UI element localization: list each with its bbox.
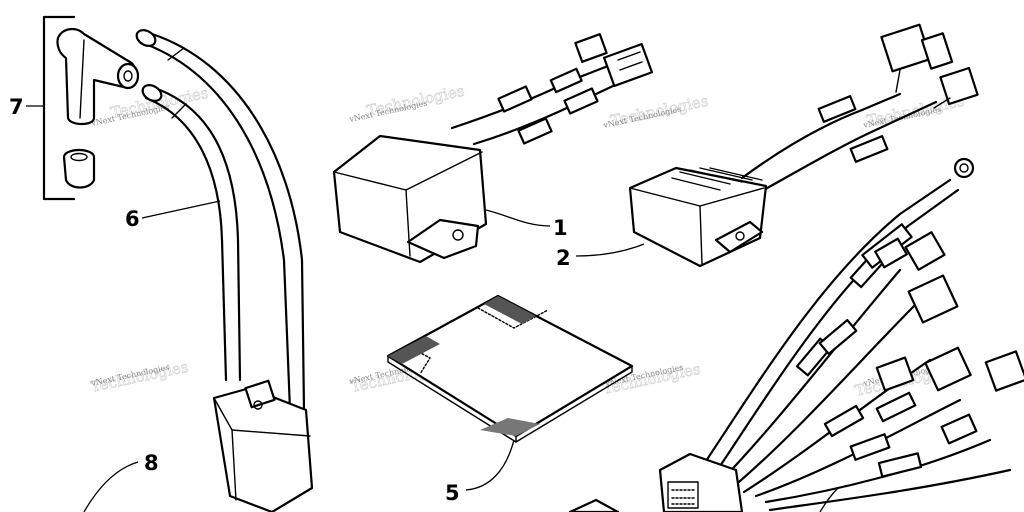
callout-7: 7	[9, 95, 24, 119]
coil-body-icon	[212, 386, 314, 512]
wire-sleeve	[817, 95, 857, 123]
leader-line	[465, 439, 515, 491]
part-2-regulator: 2	[556, 23, 979, 270]
lead-end	[135, 29, 157, 47]
connector-icon	[924, 346, 972, 392]
connector-icon	[602, 42, 654, 88]
mount-tab	[714, 220, 764, 254]
ring-terminal-icon	[953, 157, 975, 179]
wire-sleeve	[818, 318, 858, 356]
leader-line	[83, 461, 139, 512]
leader-line	[819, 487, 839, 512]
cap-opening	[116, 62, 140, 90]
callout-8: 8	[144, 451, 159, 475]
connector-icon	[874, 237, 908, 269]
connector-icon	[574, 33, 608, 63]
callout-2: 2	[556, 246, 571, 270]
wire-sleeve	[875, 391, 917, 423]
connector-icon	[907, 274, 959, 324]
regulator-body-icon	[628, 166, 768, 268]
main-wiring-harness	[568, 157, 1024, 512]
callout-1: 1	[553, 216, 568, 240]
lead-end	[141, 84, 163, 102]
leader-line	[575, 243, 645, 257]
wire-sleeve	[877, 452, 923, 478]
connector-icon	[904, 231, 946, 271]
leader-line	[485, 209, 551, 227]
wire-sleeve	[823, 404, 865, 438]
leader-line	[141, 200, 221, 219]
part-7-spark-plug-cap: 7	[9, 15, 140, 201]
wire-sleeve	[563, 87, 599, 115]
group-bracket	[42, 15, 76, 201]
part-8-callout: 8	[83, 451, 159, 512]
part-5-pad: 5	[386, 294, 634, 505]
plug-cap-icon	[56, 28, 137, 126]
wire-sleeve	[549, 67, 583, 94]
connector-icon	[880, 23, 932, 73]
connector-icon	[984, 350, 1024, 392]
wire-sleeve	[849, 433, 891, 461]
part-6-ignition-coil: 6	[125, 29, 314, 512]
part-edge	[568, 498, 620, 512]
wire-sleeve	[497, 85, 533, 113]
coil-mount-icon	[244, 379, 276, 409]
wire-sleeve	[849, 135, 889, 163]
callout-5: 5	[445, 481, 460, 505]
connector-icon	[939, 66, 979, 106]
connector-icon	[940, 413, 978, 445]
mount-tab	[406, 218, 480, 260]
connector-icon	[875, 356, 915, 392]
part-1-cdi-module: 1	[332, 33, 654, 264]
wire-sleeve	[517, 117, 553, 145]
callout-6: 6	[125, 207, 140, 231]
